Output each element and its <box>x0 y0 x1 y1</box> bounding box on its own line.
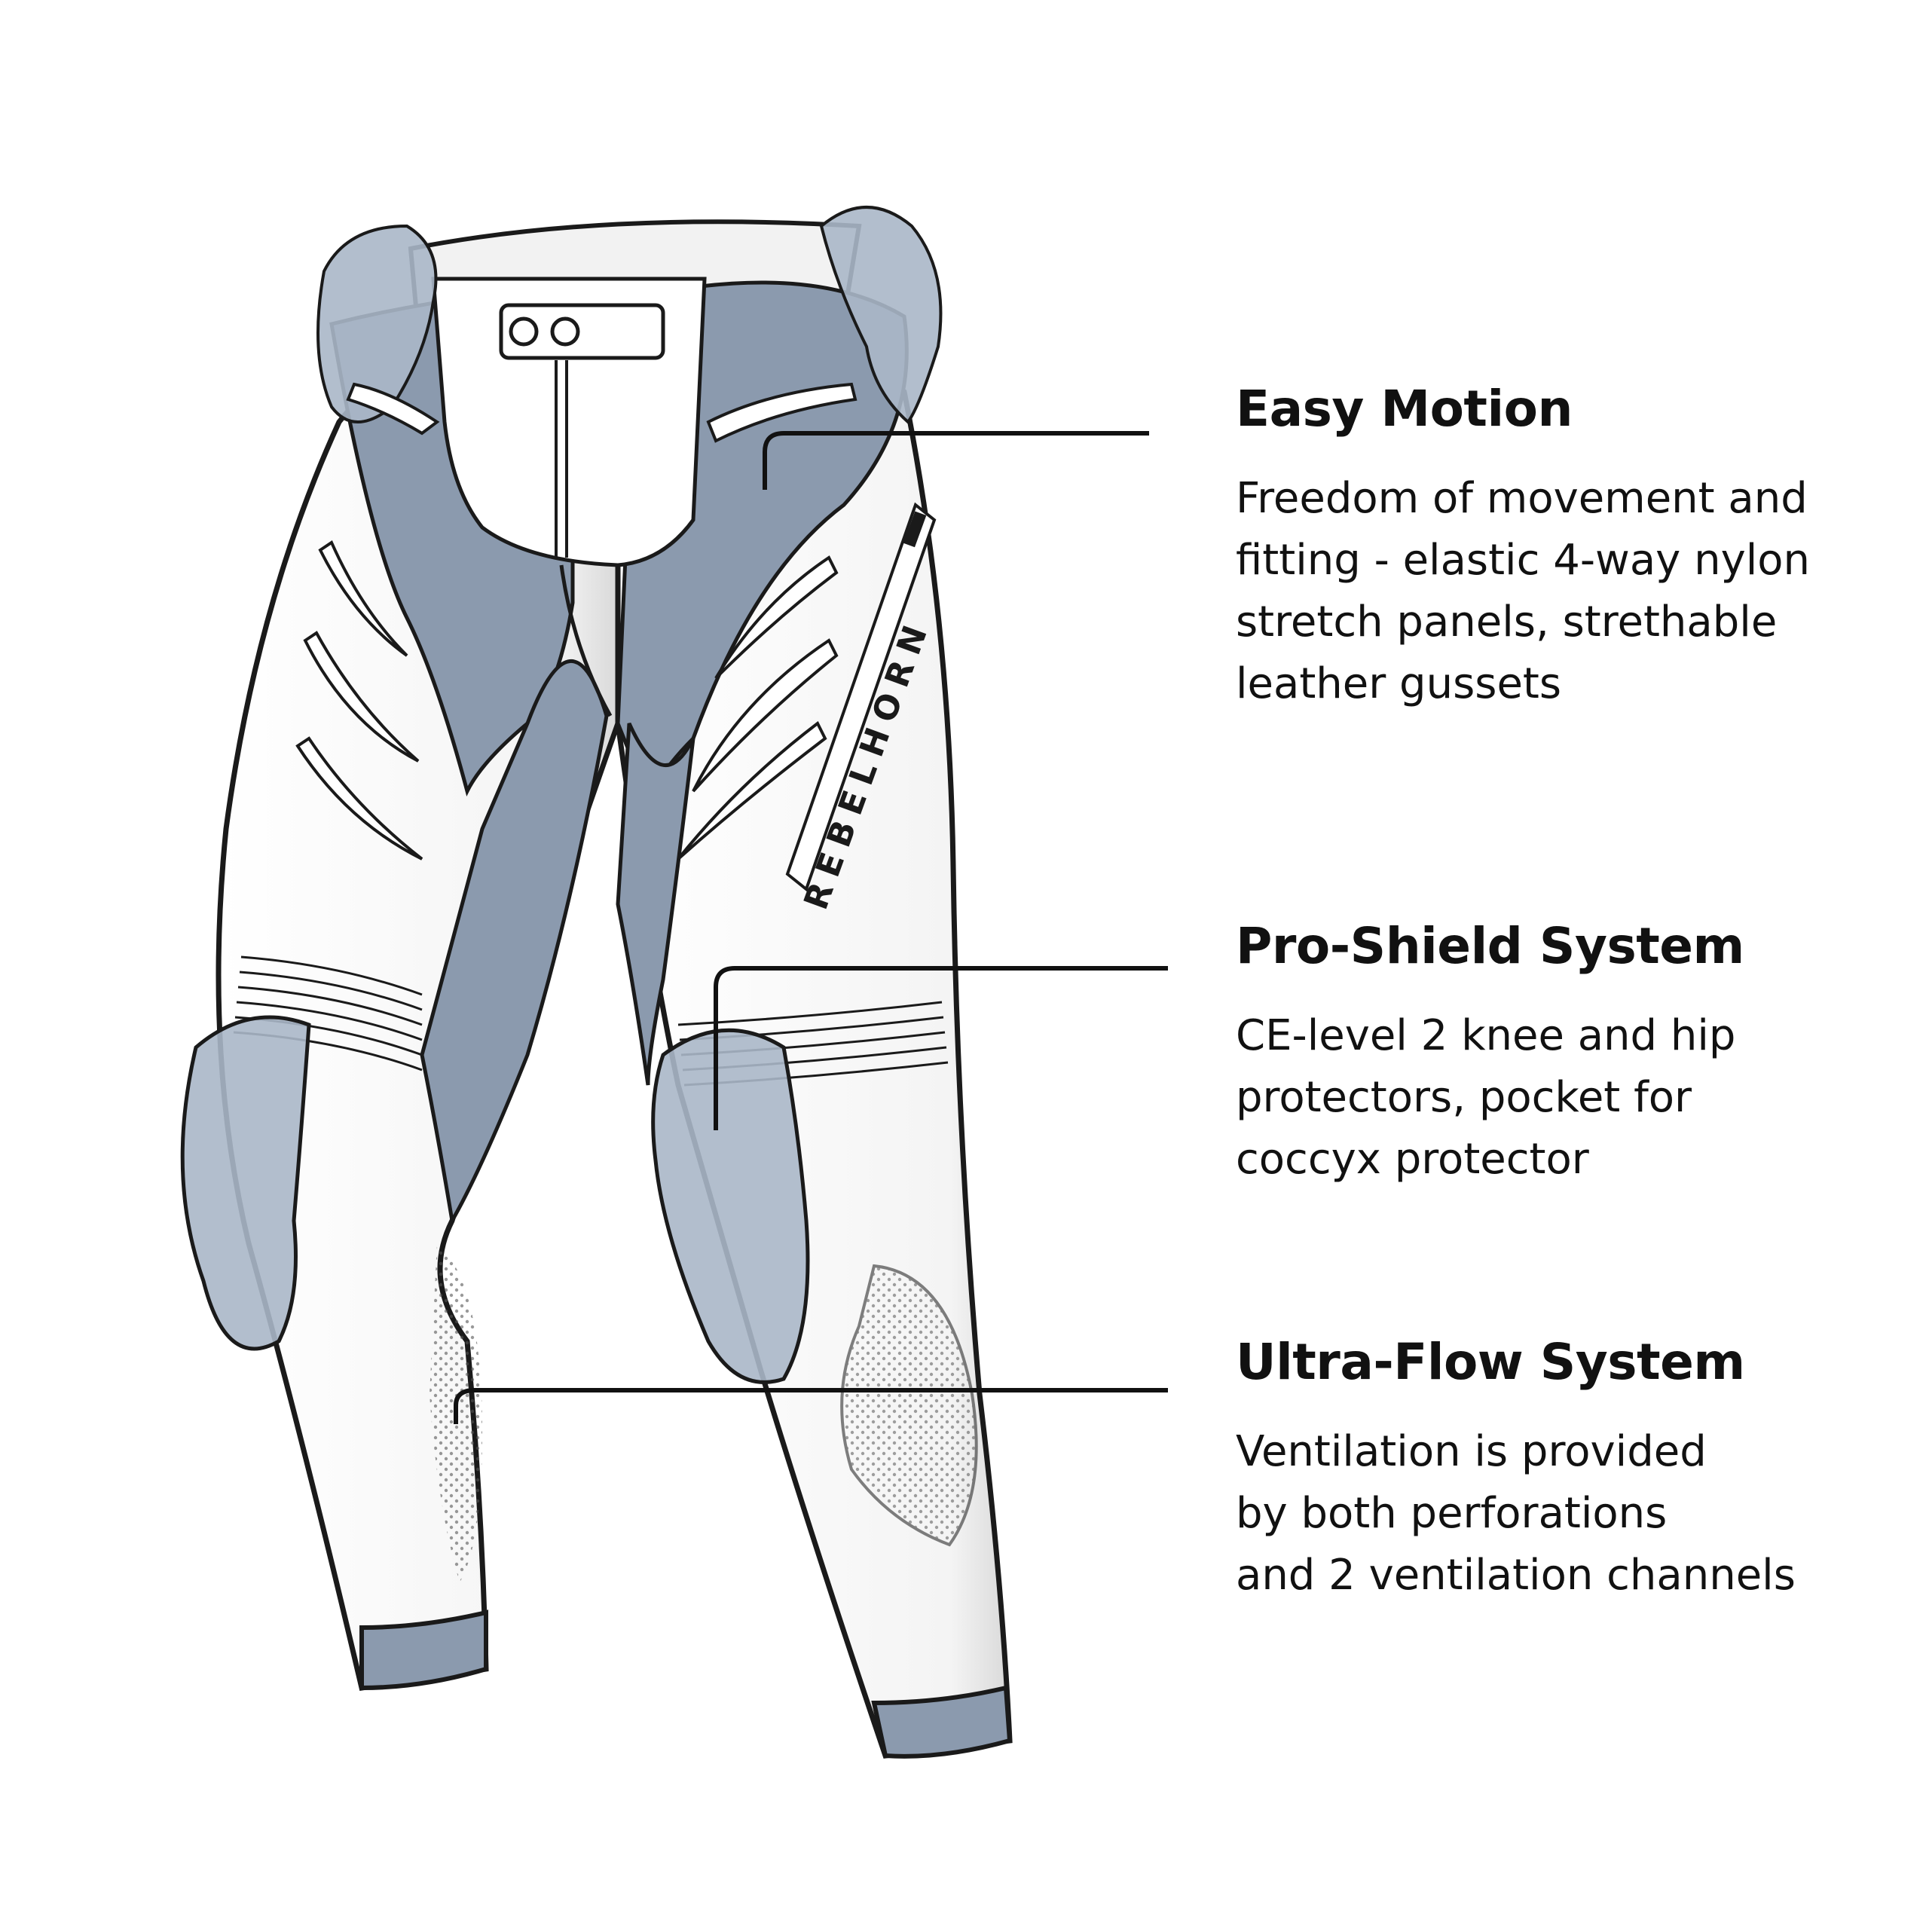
knee-protector-right <box>651 1028 810 1384</box>
hip-protector-left <box>316 224 438 423</box>
hip-protector-right <box>819 206 943 424</box>
feature-pro-shield: Pro-Shield System CE-level 2 knee and hi… <box>1236 918 1899 1191</box>
crotch-seam <box>559 564 613 717</box>
thigh-vent-left-2 <box>303 631 420 763</box>
thigh-vent-right-3 <box>677 720 827 861</box>
callout-line-pro-shield <box>714 966 1168 1130</box>
feature-title: Easy Motion <box>1236 380 1573 438</box>
waist-tab <box>499 303 665 360</box>
feature-ultra-flow: Ultra-Flow System Ventilation is provide… <box>1236 1334 1899 1606</box>
thigh-vent-right-1 <box>714 555 839 680</box>
zip-pocket <box>785 502 937 892</box>
feature-description: Ventilation is provided by both perforat… <box>1236 1426 1796 1600</box>
perforation-right <box>840 1264 978 1547</box>
thigh-vent-left-3 <box>295 736 423 861</box>
thigh-vent-left-1 <box>318 540 408 657</box>
callout-line-ultra-flow <box>454 1388 1168 1424</box>
thigh-vent-right-2 <box>692 638 839 793</box>
stretch-panel-inner-right <box>616 722 695 1086</box>
hip-slot-right <box>706 382 858 443</box>
zip-pull <box>903 511 927 548</box>
feature-easy-motion: Easy Motion Freedom of movement and fitt… <box>1236 381 1899 715</box>
knee-protector-left <box>180 1015 311 1351</box>
hip-slot-left <box>346 382 440 436</box>
feature-title: Pro-Shield System <box>1236 917 1744 975</box>
feature-description: CE-level 2 knee and hip protectors, pock… <box>1236 1010 1736 1184</box>
cuff-left <box>359 1609 488 1691</box>
snap-button-2 <box>550 316 580 347</box>
callout-line-easy-motion <box>763 431 1149 490</box>
feature-title: Ultra-Flow System <box>1236 1333 1745 1391</box>
feature-description: Freedom of movement and fitting - elasti… <box>1236 473 1811 708</box>
cuff-right <box>871 1685 1013 1759</box>
snap-button-1 <box>509 316 539 347</box>
